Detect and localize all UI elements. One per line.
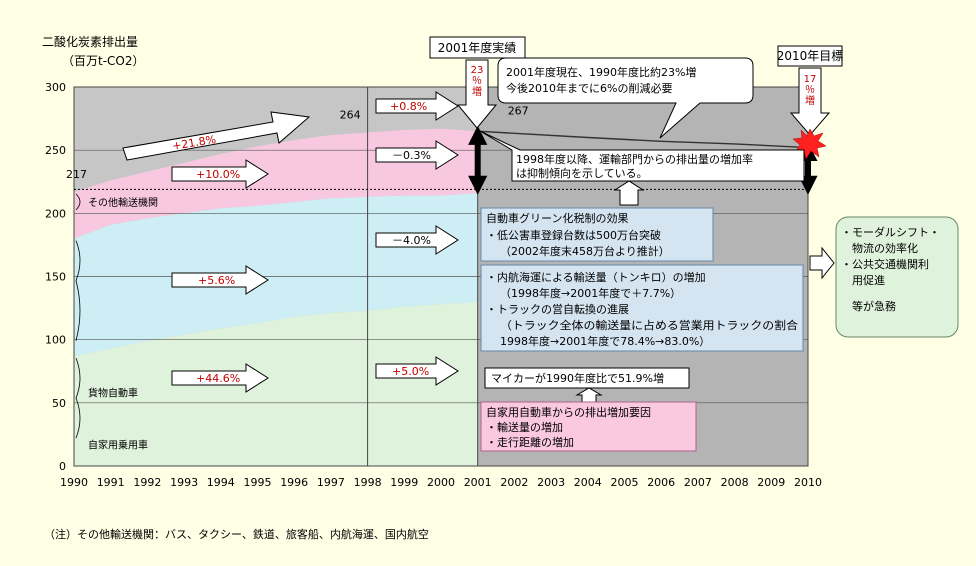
box-shipping-line4: （トラック全体の輸送量に占める営業用トラックの割合: [500, 318, 798, 332]
target-burst-icon: [792, 128, 827, 160]
x-tick-1993: 1993: [170, 476, 198, 489]
up-arrow-trend: [613, 180, 645, 206]
marker-2010-pct: 17％増: [804, 74, 817, 107]
growth-recent-car-label: +5.0%: [392, 365, 429, 378]
y-tick-50: 50: [52, 397, 66, 410]
x-tick-2007: 2007: [684, 476, 712, 489]
arrow-recent-other: [375, 140, 459, 170]
x-tick-2001: 2001: [464, 476, 492, 489]
plot-frame: [73, 86, 809, 467]
up-arrow-mycar: [575, 387, 603, 403]
marker-2010-label: 2010年目標: [777, 49, 844, 63]
box-shipping-line5: 1998年度→2001年度で78.4%→83.0%）: [500, 334, 710, 348]
box-green-car-line3: （2002年度末458万台より推計）: [500, 244, 670, 258]
box-green-car-line2: ・低公害車登録台数は500万台突破: [486, 228, 661, 242]
series-label-0: 自家用乗用車: [88, 438, 148, 451]
callout-top-bubble: [497, 57, 754, 139]
x-tick-1996: 1996: [280, 476, 308, 489]
y-tick-100: 100: [45, 334, 66, 347]
x-tick-1995: 1995: [244, 476, 272, 489]
box-private-car-line3: ・走行距離の増加: [486, 435, 574, 449]
arrow-growth-car: [171, 363, 269, 393]
x-tick-1990: 1990: [60, 476, 88, 489]
series-label-1: 貨物自動車: [88, 387, 138, 400]
marker-2010-arrow: [789, 67, 831, 136]
callout-trend-line1: 1998年度以降、運輸部門からの排出量の増加率: [516, 152, 753, 166]
arrow-recent-truck: [375, 225, 459, 255]
box-measures: [835, 216, 959, 338]
measures-line5: 等が急務: [852, 299, 896, 313]
marker-2001-arrow: [456, 59, 498, 129]
x-tick-1994: 1994: [207, 476, 235, 489]
growth-truck-label: +5.6%: [198, 274, 235, 287]
box-private-car: [480, 401, 697, 452]
arrow-growth-truck: [171, 265, 269, 295]
growth-recent-truck-label: －4.0%: [392, 234, 431, 247]
box-mycar: [484, 367, 690, 389]
y-axis-title: 二酸化炭素排出量: [42, 34, 138, 49]
x-tick-1998: 1998: [354, 476, 382, 489]
x-tick-1999: 1999: [390, 476, 418, 489]
callout-top-line1: 2001年度現在、1990年度比約23%増: [506, 65, 696, 79]
box-private-car-line2: ・輸送量の増加: [486, 420, 563, 434]
arrow-recent-total: [375, 91, 459, 121]
footnote: （注）その他輸送機関：バス、タクシー、鉄道、旅客船、内航海運、国内航空: [44, 527, 429, 541]
series-brackets: [75, 193, 81, 439]
x-tick-2010: 2010: [794, 476, 822, 489]
growth-other-label: +10.0%: [196, 168, 240, 181]
x-tick-2005: 2005: [611, 476, 639, 489]
series-label-2: その他輸送機関: [88, 196, 158, 209]
growth-car-label: +44.6%: [196, 372, 240, 385]
arrow-to-measures: [809, 246, 835, 280]
box-mycar-text: マイカーが1990年度比で51.9%増: [491, 371, 664, 385]
point-label-264: 264: [340, 108, 361, 121]
x-tick-2003: 2003: [537, 476, 565, 489]
box-green-car-line1: 自動車グリーン化税制の効果: [486, 211, 628, 225]
marker-2010-label-box: [777, 45, 843, 67]
box-shipping-line1: ・内航海運による輸送量（トンキロ）の増加: [486, 270, 706, 284]
measures-line4: 用促進: [852, 273, 885, 287]
callout-trend-line2: は抑制傾向を示している。: [516, 166, 648, 180]
box-shipping-line2: （1998年度→2001年度で＋7.7%）: [500, 286, 681, 300]
arrow-growth-total: [122, 111, 311, 161]
y-tick-200: 200: [45, 207, 66, 220]
marker-2001-pct: 23％増: [471, 65, 484, 98]
arrow-recent-car: [375, 356, 459, 386]
growth-recent-total-label: +0.8%: [390, 100, 427, 113]
area-private-car: [74, 301, 478, 466]
x-tick-2009: 2009: [757, 476, 785, 489]
x-tick-2006: 2006: [647, 476, 675, 489]
point-label-217: 217: [66, 168, 87, 181]
x-tick-2000: 2000: [427, 476, 455, 489]
box-shipping: [480, 264, 804, 352]
projection-line: [477, 130, 809, 149]
measures-line2: 物流の効率化: [852, 241, 918, 255]
x-tick-2008: 2008: [721, 476, 749, 489]
x-tick-1997: 1997: [317, 476, 345, 489]
measures-line1: ・モーダルシフト・: [841, 225, 940, 239]
y-tick-150: 150: [45, 271, 66, 284]
y-tick-300: 300: [45, 81, 66, 94]
x-tick-1992: 1992: [133, 476, 161, 489]
box-green-car: [480, 207, 714, 262]
y-tick-250: 250: [45, 144, 66, 157]
growth-recent-other-label: －0.3%: [392, 149, 431, 162]
x-tick-1991: 1991: [97, 476, 125, 489]
marker-2001-label: 2001年度実績: [438, 40, 517, 55]
y-axis-unit: （百万t-CO2）: [62, 54, 145, 68]
callout-top-line2: 今後2010年までに6%の削減必要: [506, 81, 672, 95]
callout-trend-bubble: [479, 130, 805, 182]
box-private-car-line1: 自家用自動車からの排出増加要因: [486, 405, 651, 419]
point-label-267: 267: [508, 105, 529, 118]
marker-2001-label-box: [429, 36, 526, 59]
measures-line3: ・公共交通機関利: [841, 257, 929, 271]
y-tick-0: 0: [59, 460, 66, 473]
x-tick-2002: 2002: [500, 476, 528, 489]
x-tick-2004: 2004: [574, 476, 602, 489]
arrow-growth-other: [171, 159, 269, 189]
box-shipping-line3: ・トラックの営自転換の進展: [486, 302, 629, 316]
